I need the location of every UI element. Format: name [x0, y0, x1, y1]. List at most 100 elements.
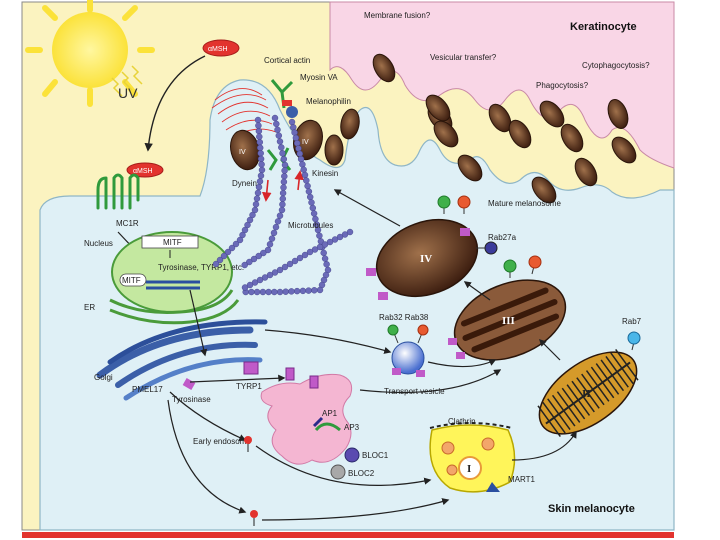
microtubule-bead — [257, 144, 264, 152]
microtubule-bead — [301, 171, 309, 179]
melanocyte-cell — [39, 79, 675, 531]
amsh-top-label: αMSH — [208, 46, 228, 53]
microtubule-bead — [326, 238, 334, 246]
membrane-fusion-label: Membrane fusion? — [364, 11, 431, 20]
ap3-label: AP3 — [344, 423, 360, 432]
bloc1-label: BLOC1 — [362, 451, 389, 460]
microtubule-bead — [268, 235, 276, 242]
microtubule-bead — [336, 233, 344, 241]
transferred-melanosome — [324, 134, 344, 166]
microtubule-bead — [316, 286, 324, 294]
microtubule-bead — [299, 287, 307, 295]
vesicular-transfer-label: Vesicular transfer? — [430, 53, 497, 62]
microtubule-bead — [244, 221, 251, 229]
melanophilin-label: Melanophilin — [306, 97, 351, 106]
cortical-actin-label: Cortical actin — [264, 56, 310, 65]
mature-melanosome-rabs — [437, 195, 498, 255]
endoplasmic-reticulum — [109, 289, 240, 325]
microtubule-bead — [253, 195, 261, 202]
microtubule-bead — [309, 204, 316, 212]
endosome-to-stage-iii-arrow — [359, 369, 502, 394]
stage-iii-melanosome: III — [448, 255, 567, 361]
stage-iii-to-iv-arrow — [463, 281, 491, 301]
microtubule-bead — [250, 255, 258, 263]
stage-iv-to-periphery-arrow — [333, 189, 401, 227]
microtubule-bead — [278, 206, 286, 214]
microtubule-bead — [271, 288, 278, 296]
microtubule-bead — [212, 260, 220, 268]
microtubule-bead — [281, 161, 289, 169]
stage-ii-melanosome: II — [537, 331, 641, 438]
microtubule-bead — [276, 288, 284, 296]
microtubules — [212, 114, 354, 296]
microtubule-bead — [306, 248, 314, 256]
microtubule-bead — [257, 172, 265, 179]
microtubule-bead — [279, 150, 286, 157]
mitf-dna-label: MITF — [122, 276, 141, 285]
microtubule-bead — [305, 188, 313, 195]
stage-iii-label: III — [502, 315, 515, 327]
microtubule-bead — [271, 269, 279, 276]
microtubule-bead — [274, 218, 282, 225]
sun-icon — [25, 0, 155, 107]
tyrosinase-label: Tyrosinase — [172, 395, 211, 404]
transferred-melanosome — [611, 136, 637, 164]
microtubule-bead — [271, 114, 279, 122]
transferred-melanosome — [508, 119, 532, 149]
microtubule-bead — [220, 252, 228, 260]
skin-melanocyte-label: Skin melanocyte — [548, 503, 635, 515]
melanophilin — [282, 100, 298, 118]
microtubule-bead — [246, 216, 254, 224]
golgi-to-vesicle-arrow — [264, 329, 392, 354]
microtubule-bead — [274, 126, 281, 134]
pmel17-molecules — [244, 436, 258, 526]
microtubule-bead — [248, 288, 255, 296]
stage-ii-label: II — [582, 388, 591, 400]
transferred-melanosome — [539, 100, 565, 128]
microtubule-bead — [294, 139, 301, 147]
microtubule-bead — [261, 274, 269, 281]
microtubule-bead — [276, 138, 284, 145]
dynein-label: Dynein — [232, 179, 257, 188]
transferred-melanosome — [425, 94, 451, 122]
clathrin-label: Clathrin — [448, 417, 476, 426]
microtubule-bead — [293, 287, 301, 295]
early-endosome-label: Early endosome — [193, 437, 251, 446]
microtubule-bead — [216, 256, 224, 264]
mc1r-receptor: αMSH — [96, 162, 164, 210]
microtubule-bead — [254, 116, 262, 124]
microtubule-bead — [291, 129, 298, 136]
transferred-melanosome — [372, 53, 396, 83]
uv-label: UV — [118, 85, 138, 101]
microtubule-bead — [280, 178, 288, 186]
microtubule-bead — [303, 177, 310, 184]
nucleus: MITF Tyrosinase, TYRP1, etc. MITF — [111, 231, 244, 313]
microtubule-bead — [297, 155, 305, 163]
microtubule-bead — [257, 150, 264, 157]
microtubule-bead — [281, 167, 288, 174]
microtubule-bead — [258, 161, 265, 168]
microtubule-bead — [255, 183, 263, 191]
microtubule-bead — [275, 132, 282, 139]
stage-iv-label: IV — [420, 253, 432, 265]
transport-vesicle-label: Transport vesicle — [384, 387, 445, 396]
tyrosinase-protein — [182, 378, 196, 390]
nucleus-label: Nucleus — [84, 239, 113, 248]
amsh-receptor-label: αMSH — [133, 168, 153, 175]
transferred-melanosome — [488, 103, 512, 133]
microtubule-bead — [257, 155, 265, 163]
small-stage-label-2: IV — [302, 139, 309, 146]
microtubule-bead — [239, 231, 246, 239]
microtubule-bead — [346, 228, 354, 236]
microtubule-bead — [254, 189, 262, 197]
microtubule-bead — [258, 166, 266, 174]
microtubule-bead — [256, 276, 264, 284]
microtubule-bead — [241, 226, 249, 234]
pmel17-to-endosome-arrow — [169, 391, 247, 441]
microtubule-bead — [253, 288, 261, 296]
microtubule-bead — [255, 252, 262, 260]
microtubule-bead — [260, 249, 267, 257]
microtubule-bead — [241, 284, 249, 291]
